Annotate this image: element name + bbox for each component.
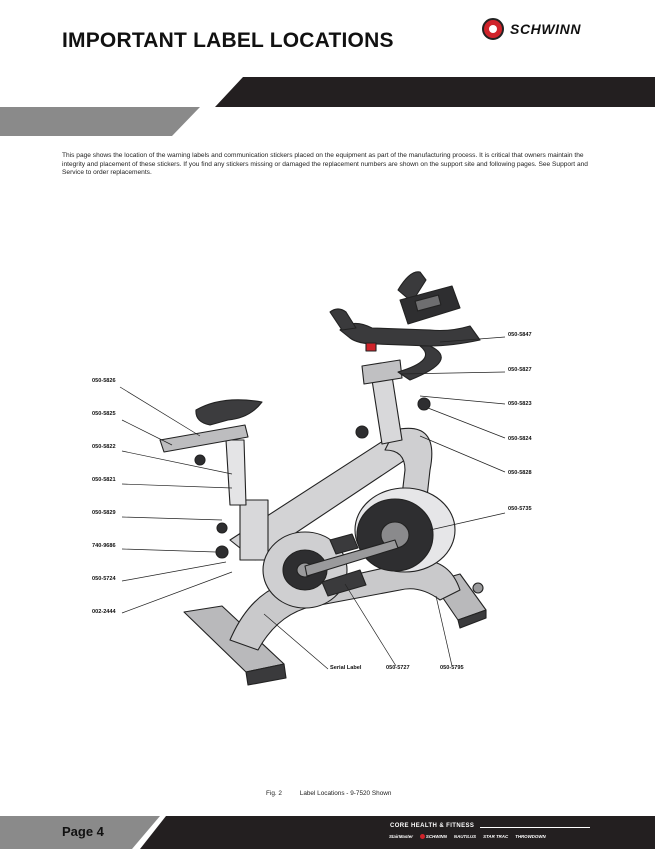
header-band-dark: [215, 77, 655, 107]
footer-brand-list: StairMaster SCHWINN NAUTILUS STAR TRAC T…: [389, 834, 546, 840]
footer-brand-startrac: STAR TRAC: [483, 834, 509, 839]
callout-050-5824: 050-5824: [508, 436, 532, 442]
footer-band-grey: [0, 816, 160, 849]
schwinn-seal-icon: [419, 834, 425, 840]
callout-050-5825: 050-5825: [92, 411, 116, 417]
footer-brand-throwdown: THROWDOWN: [515, 834, 546, 839]
callout-050-5724: 050-5724: [92, 576, 116, 582]
figure-caption: Fig. 2 Label Locations - 9-7520 Shown: [266, 790, 407, 797]
callout-050-5795: 050-5795: [440, 665, 464, 671]
footer-brand-stairmaster: StairMaster: [389, 834, 413, 839]
footer-divider: [480, 827, 590, 828]
bike-illustration: [119, 271, 506, 686]
brand-logo: SCHWINN: [482, 18, 632, 44]
callout-serial-label: Serial Label: [330, 665, 362, 671]
caption-figure-number: Fig. 2: [266, 790, 282, 797]
callout-050-5827: 050-5827: [508, 367, 532, 373]
footer-company: CORE HEALTH & FITNESS: [390, 823, 475, 829]
callout-002-2444: 002-2444: [92, 609, 116, 615]
callout-050-5828: 050-5828: [508, 470, 532, 476]
callout-050-5826: 050-5826: [92, 378, 116, 384]
callout-050-5822: 050-5822: [92, 444, 116, 450]
callout-050-5847: 050-5847: [508, 332, 532, 338]
callout-050-5829: 050-5829: [92, 510, 116, 516]
header-band-grey: [0, 107, 200, 136]
bike-figure: 050-5826 050-5825 050-5822 050-5821 050-…: [0, 250, 655, 710]
callout-050-5823: 050-5823: [508, 401, 532, 407]
intro-paragraph: This page shows the location of the warn…: [62, 152, 588, 177]
callout-050-5727: 050-5727: [386, 665, 410, 671]
page-title: IMPORTANT LABEL LOCATIONS: [62, 29, 394, 52]
caption-text: Label Locations - 9-7520 Shown: [299, 790, 392, 797]
callout-050-5821: 050-5821: [92, 477, 116, 483]
footer-brand-nautilus: NAUTILUS: [453, 834, 477, 839]
page-number: Page 4: [62, 824, 104, 839]
footer-brand-schwinn: SCHWINN: [419, 834, 447, 840]
callout-050-5735: 050-5735: [508, 506, 532, 512]
footer-band-dark: [140, 816, 655, 849]
callout-740-9686: 740-9686: [92, 543, 116, 549]
brand-name: SCHWINN: [510, 21, 582, 37]
schwinn-seal-icon: [482, 18, 504, 40]
